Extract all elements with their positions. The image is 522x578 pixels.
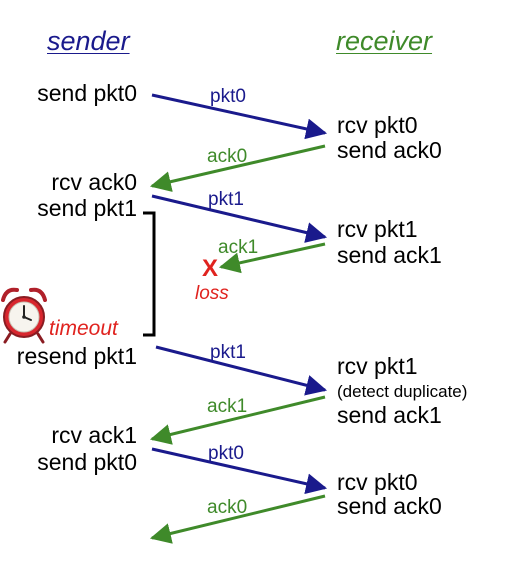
sender-event: resend pkt1 — [16, 343, 137, 369]
sender-event: send pkt0 — [37, 80, 137, 106]
receiver-event-line1: rcv pkt1 — [337, 216, 418, 242]
message-label: pkt0 — [210, 86, 246, 107]
sender-event: send pkt1 — [37, 195, 137, 221]
message-arrow-ack0-2 — [149, 494, 326, 544]
message-label: pkt1 — [210, 342, 246, 363]
message-label: pkt1 — [208, 189, 244, 210]
alarm-clock-icon — [1, 287, 47, 344]
message-label: ack0 — [207, 497, 248, 518]
sender-header: sender — [47, 26, 130, 56]
sender-event: rcv ack1 — [51, 422, 137, 448]
message-label: pkt0 — [208, 443, 244, 464]
receiver-event-line2: send ack0 — [337, 493, 442, 519]
message-arrow-pkt0-1 — [151, 93, 328, 140]
message-arrow-pkt1-1 — [151, 194, 328, 243]
receiver-event-note: (detect duplicate) — [337, 382, 468, 401]
receiver-event-line2: send ack1 — [337, 242, 442, 268]
message-label: ack0 — [207, 146, 248, 167]
message-label: ack1 — [207, 396, 248, 417]
message-arrow-pkt1-2 — [155, 345, 328, 396]
loss-label: loss — [195, 283, 229, 304]
receiver-event-line1: rcv pkt0 — [337, 112, 418, 138]
message-label: ack1 — [218, 237, 259, 258]
message-arrow-ack1-lost — [218, 242, 326, 274]
sender-event: rcv ack0 — [51, 169, 137, 195]
message-arrow-ack0-1 — [149, 144, 326, 192]
loss-mark: X — [202, 255, 219, 282]
message-arrow-pkt0-2 — [151, 447, 328, 495]
receiver-event-line2: send ack1 — [337, 402, 442, 428]
message-arrow-ack1-2 — [149, 395, 326, 445]
receiver-event-line1: rcv pkt1 — [337, 353, 418, 379]
sender-event: send pkt0 — [37, 449, 137, 475]
receiver-event-line1: rcv pkt0 — [337, 469, 418, 495]
receiver-header: receiver — [336, 26, 433, 56]
timeout-label: timeout — [49, 317, 118, 340]
receiver-event-line2: send ack0 — [337, 137, 442, 163]
timeout-bracket — [143, 211, 156, 337]
